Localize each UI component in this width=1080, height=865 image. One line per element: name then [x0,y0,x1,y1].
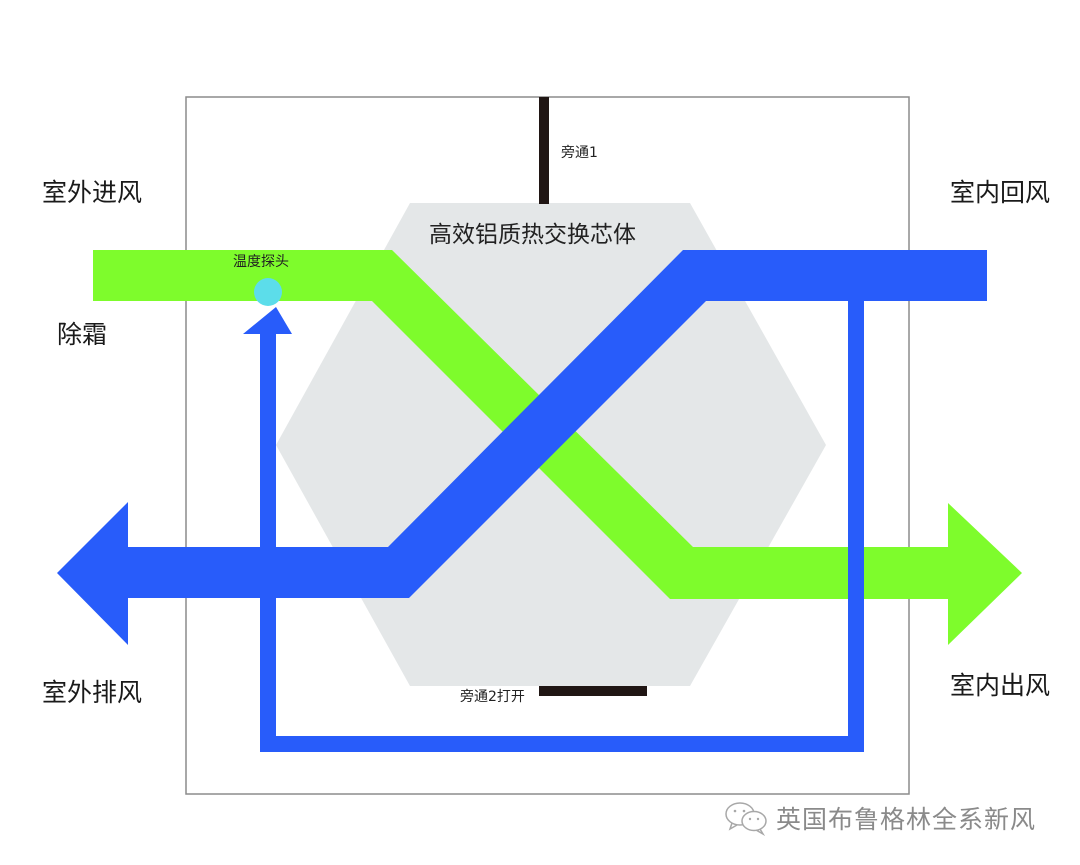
bypass2-label: 旁通2打开 [460,689,525,705]
bypass2-damper [539,686,647,696]
bypass1-damper [539,97,549,204]
outdoor-exhaust-label: 室外排风 [42,678,143,707]
temperature-probe-dot [254,278,282,306]
indoor-return-label: 室内回风 [950,178,1051,207]
temperature-probe-label: 温度探头 [233,254,289,270]
watermark: 英国布鲁格林全系新风 [724,800,1036,836]
heat-exchanger-core-title: 高效铝质热交换芯体 [429,222,636,248]
bypass1-label: 旁通1 [561,145,598,161]
indoor-supply-label: 室内出风 [950,671,1051,700]
wechat-icon [725,802,767,836]
watermark-text: 英国布鲁格林全系新风 [776,805,1037,834]
outdoor-intake-label: 室外进风 [42,178,143,207]
exhaust-air-stream-arrow [57,250,987,645]
defrost-label: 除霜 [57,320,108,349]
